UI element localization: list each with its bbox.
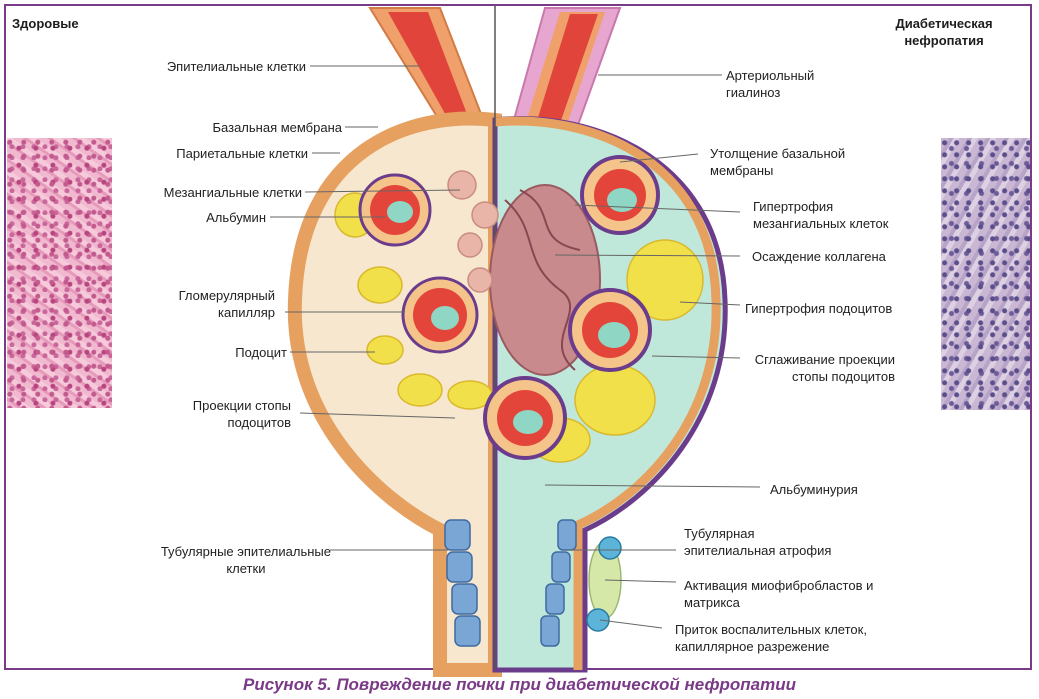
label-mesangial-cells: Мезангиальные клетки: [164, 184, 302, 201]
label-inflammatory-influx: Приток воспалительных клеток, капиллярно…: [675, 621, 867, 655]
label-podocyte: Подоцит: [235, 344, 287, 361]
label-podocyte-hypertrophy: Гипертрофия подоцитов: [745, 300, 892, 317]
label-basal-membrane: Базальная мембрана: [213, 119, 343, 136]
label-line: Эпителиальные клетки: [166, 59, 306, 74]
label-basement-thickening: Утолщение базальной мембраны: [710, 145, 845, 179]
label-collagen-deposition: Осаждение коллагена: [752, 248, 886, 265]
healthy-histology-image: [7, 138, 112, 408]
label-line: капиллярное разрежение: [675, 639, 830, 654]
figure-caption: Рисунок 5. Повреждение почки при диабети…: [243, 675, 796, 694]
label-foot-effacement: Сглаживание проекции стопы подоцитов: [752, 351, 895, 385]
label-line: матрикса: [684, 595, 740, 610]
diabetic-title-line2: нефропатия: [904, 33, 984, 48]
label-foot-processes: Проекции стопы подоцитов: [193, 397, 291, 431]
label-line: Артериольный: [726, 68, 815, 83]
label-epithelial-cells: Эпителиальные клетки: [167, 58, 306, 75]
leader-lines: [270, 65, 761, 629]
label-albumin: Альбумин: [206, 209, 266, 226]
label-line: Утолщение базальной: [710, 146, 846, 161]
label-line: подоцитов: [227, 415, 291, 430]
diabetic-title-line1: Диабетическая: [895, 16, 993, 31]
label-line: стопы подоцитов: [792, 369, 895, 384]
label-line: Сглаживание проекции: [754, 352, 895, 367]
label-line: Активация миофибробластов и: [684, 578, 874, 593]
label-tubular-epithelial: Тубулярные эпителиальные клетки: [161, 543, 331, 577]
label-line: мембраны: [710, 163, 774, 178]
label-myofibroblast-activation: Активация миофибробластов и матрикса: [684, 577, 873, 611]
diabetic-title: Диабетическая нефропатия: [879, 15, 1009, 49]
label-line: Гипертрофия подоцитов: [745, 301, 893, 316]
label-line: гиалиноз: [726, 85, 781, 100]
label-mesangial-hypertrophy: Гипертрофия мезангиальных клеток: [753, 198, 888, 232]
label-line: Париетальные клетки: [176, 146, 308, 161]
inflammatory-cells: [586, 536, 622, 632]
label-albuminuria: Альбуминурия: [770, 481, 858, 498]
label-line: Гипертрофия: [753, 199, 834, 214]
label-arteriolar-hyalinosis: Артериольный гиалиноз: [726, 67, 814, 101]
label-line: Приток воспалительных клеток,: [675, 622, 867, 637]
label-line: Альбумин: [206, 210, 266, 225]
label-line: клетки: [226, 561, 266, 576]
label-line: Альбуминурия: [770, 482, 858, 497]
label-line: эпителиальная атрофия: [684, 543, 832, 558]
healthy-title: Здоровые: [12, 16, 79, 31]
label-glomerular-capillary: Гломерулярный капилляр: [179, 287, 275, 321]
label-parietal-cells: Париетальные клетки: [176, 145, 308, 162]
tubular-cells-diabetic: [540, 519, 577, 647]
label-line: Проекции стопы: [192, 398, 291, 413]
label-line: мезангиальных клеток: [753, 216, 889, 231]
label-line: капилляр: [218, 305, 275, 320]
capillaries: [358, 155, 660, 460]
mesangial-cells: [447, 170, 499, 293]
diabetic-histology-image: [941, 138, 1030, 410]
label-line: Гломерулярный: [178, 288, 275, 303]
label-line: Тубулярная: [684, 526, 755, 541]
label-line: Осаждение коллагена: [752, 249, 886, 264]
tubular-cells-healthy: [444, 519, 481, 647]
label-tubular-atrophy: Тубулярная эпителиальная атрофия: [684, 525, 831, 559]
label-line: Базальная мембрана: [212, 120, 343, 135]
label-line: Тубулярные эпителиальные: [160, 544, 331, 559]
label-line: Подоцит: [235, 345, 287, 360]
label-line: Мезангиальные клетки: [163, 185, 302, 200]
